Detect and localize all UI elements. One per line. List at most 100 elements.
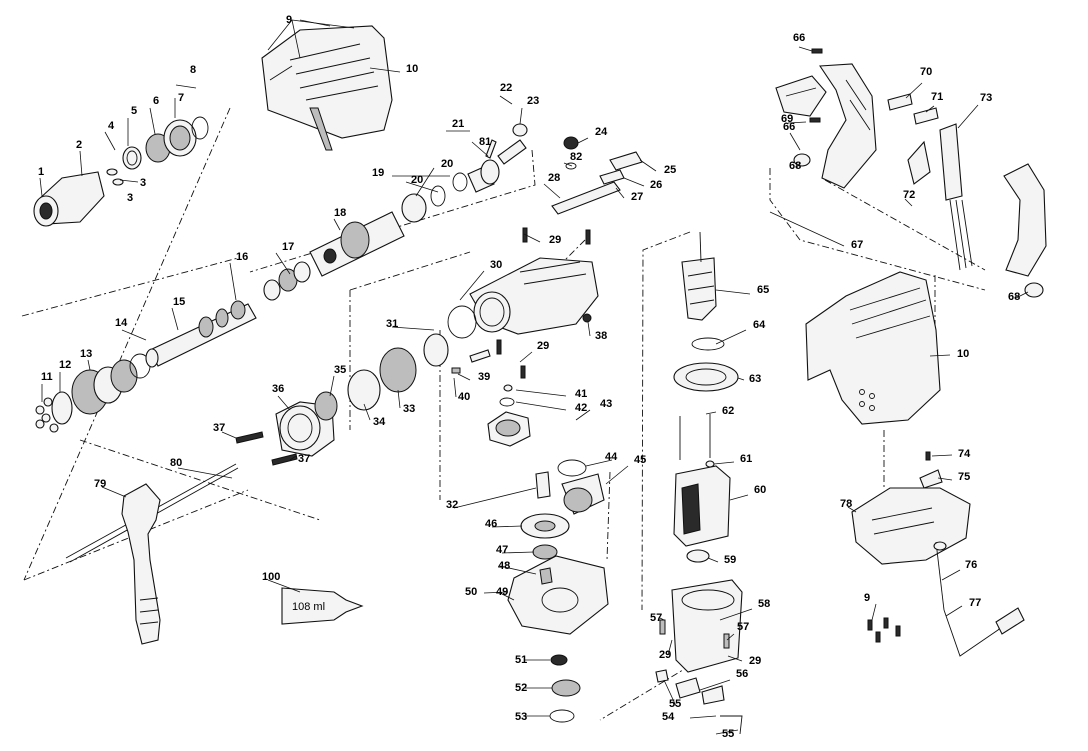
leader-line-56	[501, 551, 535, 554]
gear-group	[507, 459, 609, 723]
part-number-label: 55	[722, 728, 734, 740]
leader-line-30	[459, 270, 485, 301]
part-number-label: 38	[595, 330, 607, 342]
leader-line-38	[519, 351, 533, 363]
leader-line-29	[229, 262, 237, 301]
leader-line-0	[267, 19, 293, 51]
leader-line-44	[575, 409, 591, 421]
leader-line-67	[957, 104, 979, 129]
leader-line-9	[104, 131, 116, 151]
part-number-label: 70	[920, 66, 932, 78]
part-number-label: 60	[754, 484, 766, 496]
part-number-label: 9	[864, 592, 870, 604]
leader-line-16	[471, 141, 489, 157]
handle-bottom	[851, 487, 1025, 657]
leader-line-77	[705, 411, 717, 415]
leader-line-39	[329, 375, 335, 397]
leader-line-58	[483, 591, 509, 594]
part-number-label: 34	[373, 416, 386, 428]
leader-line-11	[39, 177, 43, 197]
part-number-label: 29	[537, 340, 549, 352]
leader-line-23	[543, 183, 561, 199]
part-number-label: 65	[757, 284, 769, 296]
part-number-label: 27	[631, 191, 643, 203]
part-number-label: 11	[41, 371, 53, 383]
part-number-label: 29	[659, 649, 671, 661]
leader-line-52	[177, 467, 233, 479]
part-number-label: 9	[286, 14, 292, 26]
leader-line-22	[563, 162, 573, 167]
part-number-label: 68	[789, 160, 801, 172]
leader-line-42	[515, 389, 567, 397]
part-number-label: 82	[570, 151, 582, 163]
part-number-label: 57	[650, 612, 662, 624]
part-number-label: 72	[903, 189, 915, 201]
gear-housing-top	[261, 25, 393, 151]
leader-line-17	[415, 167, 435, 197]
part-number-label: 63	[749, 373, 761, 385]
part-number-label: 10	[957, 348, 969, 360]
part-number-labels: 9108765421332223218120192018248228252627…	[38, 14, 1020, 740]
leader-line-54	[453, 487, 537, 509]
leader-line-43	[515, 401, 567, 411]
part-number-label: 16	[236, 251, 248, 263]
part-number-label: 3	[140, 177, 146, 189]
part-number-label: 36	[272, 383, 284, 395]
leader-line-32	[121, 329, 147, 341]
part-number-label: 3	[127, 192, 133, 204]
part-number-label: 45	[634, 454, 646, 466]
part-number-label: 29	[549, 234, 561, 246]
leader-line-85	[727, 655, 743, 662]
leader-line-92	[937, 477, 953, 481]
leader-line-94	[941, 569, 961, 581]
part-number-label: 61	[740, 453, 752, 465]
leader-lines	[39, 19, 1029, 735]
part-number-label: 77	[969, 597, 981, 609]
leader-line-53	[101, 486, 127, 498]
grease-tube	[281, 587, 364, 625]
leader-line-60	[267, 579, 301, 593]
rear-handle-group	[775, 48, 1047, 489]
leader-line-37	[587, 321, 591, 337]
part-number-label: 66	[783, 121, 795, 133]
leader-line-40	[277, 395, 291, 411]
leader-line-10	[79, 150, 83, 177]
part-number-label: 69	[781, 113, 793, 125]
part-number-label: 10	[406, 63, 418, 75]
piston-group	[401, 123, 528, 223]
part-number-label: 78	[840, 498, 852, 510]
leader-line-74	[715, 289, 751, 295]
part-number-label: 56	[736, 668, 748, 680]
part-number-label: 66	[793, 32, 805, 44]
leader-line-95	[871, 603, 877, 621]
leader-line-45	[221, 431, 237, 439]
part-number-label: 21	[452, 118, 464, 130]
auxiliary-handle	[65, 463, 239, 645]
leader-line-20	[333, 218, 341, 231]
part-number-label: 23	[527, 95, 539, 107]
leader-line-84	[667, 639, 673, 656]
part-number-label: 46	[485, 518, 497, 530]
leader-line-34	[87, 359, 91, 371]
part-number-label: 26	[650, 179, 662, 191]
part-number-label: 35	[334, 364, 346, 376]
part-number-label: 20	[411, 174, 423, 186]
part-number-label: 54	[662, 711, 675, 723]
part-number-label: 5	[131, 105, 137, 117]
leader-line-51	[605, 465, 629, 485]
part-number-label: 1	[38, 166, 44, 178]
part-number-label: 4	[108, 120, 115, 132]
leader-line-93	[847, 506, 857, 513]
part-number-label: 76	[965, 559, 977, 571]
leader-line-69	[789, 132, 801, 151]
leader-line-5	[175, 84, 197, 89]
part-number-label: 37	[213, 422, 225, 434]
leader-line-33	[391, 326, 435, 331]
part-number-label: 62	[722, 405, 734, 417]
part-number-label: 18	[334, 207, 346, 219]
part-number-label: 47	[496, 544, 508, 556]
part-number-label: 73	[980, 92, 992, 104]
part-number-label: 40	[458, 391, 470, 403]
